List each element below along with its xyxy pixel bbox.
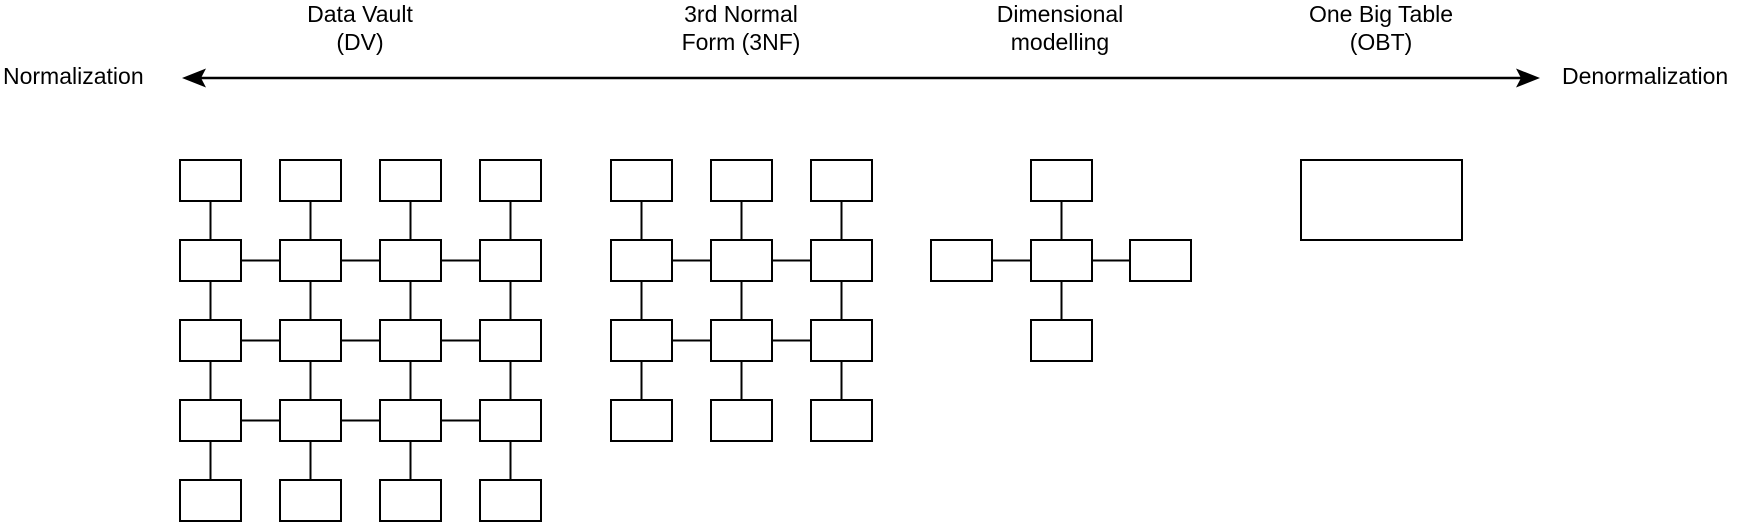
fact-table-box bbox=[1030, 239, 1093, 282]
table-box bbox=[379, 239, 442, 282]
dimension-table-box bbox=[930, 239, 993, 282]
label-dimensional-modelling: Dimensional modelling bbox=[997, 0, 1124, 56]
one-big-table-box bbox=[1300, 159, 1463, 241]
table-box bbox=[179, 479, 242, 522]
table-box bbox=[279, 319, 342, 362]
table-box bbox=[810, 159, 873, 202]
table-box bbox=[279, 159, 342, 202]
table-box bbox=[810, 319, 873, 362]
table-box bbox=[179, 239, 242, 282]
dimensional-star-schema bbox=[930, 159, 1192, 362]
approach-label-line: Dimensional bbox=[996, 1, 1124, 27]
table-box bbox=[479, 399, 542, 442]
table-box bbox=[379, 399, 442, 442]
approach-label-line: 3rd Normal bbox=[684, 1, 798, 27]
data-vault-schema bbox=[179, 159, 542, 522]
table-box bbox=[379, 319, 442, 362]
approach-label-line: Data Vault bbox=[307, 1, 413, 27]
table-box bbox=[710, 239, 773, 282]
table-box bbox=[379, 479, 442, 522]
left-arrowhead-icon bbox=[182, 68, 206, 88]
denormalization-label: Denormalization bbox=[1562, 63, 1729, 89]
approach-label-line: (DV) bbox=[336, 29, 384, 55]
approach-label-line: modelling bbox=[1010, 29, 1110, 55]
normalization-label: Normalization bbox=[3, 63, 144, 89]
one-big-table-schema bbox=[1300, 159, 1463, 241]
table-box bbox=[279, 239, 342, 282]
table-box bbox=[479, 319, 542, 362]
table-box bbox=[810, 399, 873, 442]
label-data-vault: Data Vault (DV) bbox=[307, 0, 413, 56]
table-box bbox=[610, 319, 673, 362]
table-box bbox=[179, 319, 242, 362]
label-one-big-table: One Big Table (OBT) bbox=[1309, 0, 1453, 56]
third-normal-form-schema bbox=[610, 159, 873, 442]
table-box bbox=[279, 479, 342, 522]
table-box bbox=[710, 319, 773, 362]
approach-label-line: (OBT) bbox=[1349, 29, 1413, 55]
right-arrowhead-icon bbox=[1516, 68, 1540, 88]
table-box bbox=[610, 239, 673, 282]
table-box bbox=[179, 159, 242, 202]
table-box bbox=[810, 239, 873, 282]
table-box bbox=[279, 399, 342, 442]
table-box bbox=[479, 479, 542, 522]
table-box bbox=[610, 399, 673, 442]
approach-label-line: One Big Table bbox=[1308, 1, 1454, 27]
approach-label-line: Form (3NF) bbox=[681, 29, 801, 55]
spectrum-arrow bbox=[182, 68, 1540, 88]
table-box bbox=[610, 159, 673, 202]
dimension-table-box bbox=[1030, 319, 1093, 362]
table-box bbox=[479, 239, 542, 282]
dimension-table-box bbox=[1030, 159, 1093, 202]
table-box bbox=[179, 399, 242, 442]
table-box bbox=[710, 159, 773, 202]
table-box bbox=[710, 399, 773, 442]
table-box bbox=[479, 159, 542, 202]
table-box bbox=[379, 159, 442, 202]
label-third-normal-form: 3rd Normal Form (3NF) bbox=[682, 0, 801, 56]
dimension-table-box bbox=[1129, 239, 1192, 282]
